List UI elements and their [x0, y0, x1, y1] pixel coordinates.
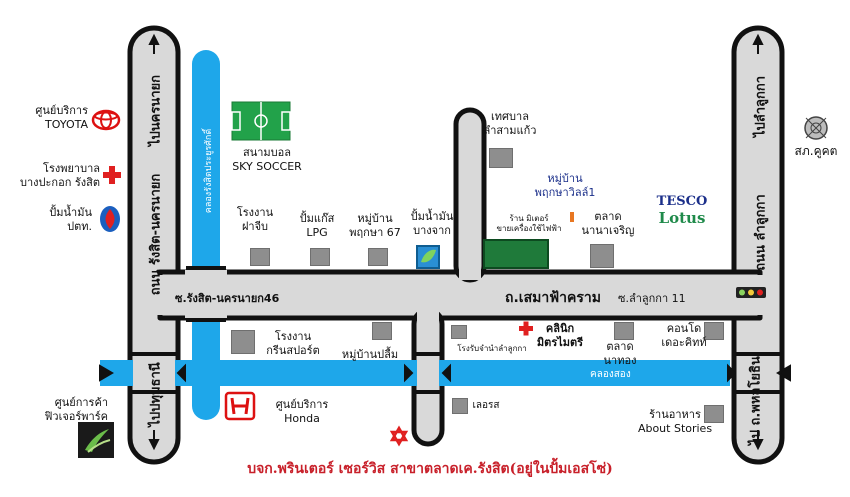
road-label-left-mid: ถนน รังสิต-นครนายก: [148, 173, 164, 296]
label-factory-top: โรงงาน ฝาจีบ: [236, 206, 274, 233]
label-lotus: Lotus: [658, 209, 706, 227]
label-market-nathong: ตลาด นาทอง: [603, 340, 637, 367]
building-condo: [704, 322, 724, 340]
road-label-left-bottom: ไปปทุมธานี: [148, 362, 164, 427]
label-market-nana: ตลาด นานาเจริญ: [581, 210, 635, 237]
label-tesco: TESCO: [656, 194, 708, 209]
arrows: [99, 33, 791, 451]
hospital-cross-icon: [103, 166, 121, 184]
destination-star-icon: [389, 425, 409, 447]
future-park-logo-icon: [78, 422, 114, 458]
label-condo: คอนโด เดอะคิทท์: [661, 322, 707, 349]
label-future-park: ศูนย์การค้า ฟิวเจอร์พาร์ค: [44, 396, 108, 423]
building-factory-green: [231, 330, 255, 354]
label-lpg: ปั้มแก๊ส LPG: [299, 212, 335, 239]
honda-logo-icon: [224, 391, 256, 421]
label-village-plum: หมู่บ้านปลื้ม: [341, 348, 399, 361]
label-bangchak: ปั้มน้ำมัน บางจาก: [410, 210, 454, 237]
traffic-light-icon: [736, 287, 766, 298]
shop-marker: [570, 212, 574, 222]
canal-label-horizontal: คลองสอง: [590, 369, 631, 380]
clinic-cross-icon: [519, 321, 533, 336]
label-honda: ศูนย์บริการ Honda: [275, 398, 329, 425]
canal-vertical: [192, 50, 220, 420]
bridges: [133, 270, 779, 394]
label-toyota: ศูนย์บริการ TOYOTA: [35, 104, 88, 131]
label-clinic: คลินิก มิตรไมตรี: [536, 322, 584, 349]
building-village-plum: [372, 322, 392, 340]
building-lpg: [310, 248, 330, 266]
label-shop: ร้าน มิเตอร์ ขายเครื่องใช้ไฟฟ้า: [496, 214, 562, 233]
road-label-right-mid: ถนน ลำลูกกา: [753, 194, 769, 271]
soi-label-left: ซ.รังสิต-นครนายก46: [175, 292, 280, 305]
road-label-right-bottom: ไป ถ.พหลโยธิน: [748, 356, 764, 445]
road-label-right-top: ไปลำลูกกา: [753, 75, 769, 138]
canal-label-vertical: คลองรังสิตประยูรศักดิ์: [204, 128, 214, 214]
building-lotus-s: [452, 398, 468, 414]
label-small-shop: โรงรับจำนำลำลูกกา: [457, 344, 527, 353]
label-hospital: โรงพยาบาล บางปะกอก รังสิต: [20, 162, 100, 189]
soccer-field-icon: [231, 101, 291, 141]
building-small-shop: [451, 325, 467, 339]
road-network: [127, 25, 785, 465]
building-restaurant: [704, 405, 724, 423]
label-ptt: ปั้มน้ำมัน ปตท.: [49, 206, 92, 233]
label-municipality: เทศบาล ลำสามแก้ว: [483, 110, 537, 137]
toyota-logo-icon: [91, 109, 121, 131]
building-municipality: [489, 148, 513, 168]
road-joins: [133, 260, 779, 325]
shop-building: [483, 239, 549, 269]
building-market-nana: [590, 244, 614, 268]
footer-address: บจก.พรินเตอร์ เซอร์วิส สาขาตลาดเค.รังสิต…: [247, 461, 613, 477]
main-road-label: ถ.เสมาฟ้าคราม: [505, 290, 601, 306]
label-police: สภ.คูคต: [794, 144, 838, 158]
label-lotus-s: เลอรส: [472, 400, 500, 411]
building-market-nathong: [614, 322, 634, 340]
label-factory-green: โรงงาน กรีนสปอร์ต: [266, 330, 320, 357]
building-factory-top: [250, 248, 270, 266]
soi-label-right: ซ.ลำลูกกา 11: [618, 292, 686, 305]
canal-horizontal: [100, 360, 730, 386]
ptt-logo-icon: [100, 206, 120, 232]
bangchak-logo-icon: [416, 245, 440, 269]
label-village-villa: หมู่บ้าน พฤกษาวิลล์1: [534, 172, 596, 199]
building-village67: [368, 248, 388, 266]
road-label-left-top: ไปนครนายก: [148, 74, 164, 147]
police-badge-icon: [804, 116, 828, 140]
bridge-lines: [132, 266, 780, 394]
label-restaurant: ร้านอาหาร About Stories: [637, 408, 713, 435]
label-village67: หมู่บ้าน พฤกษา 67: [349, 212, 401, 239]
label-sky-soccer: สนามบอล SKY SOCCER: [232, 146, 302, 173]
